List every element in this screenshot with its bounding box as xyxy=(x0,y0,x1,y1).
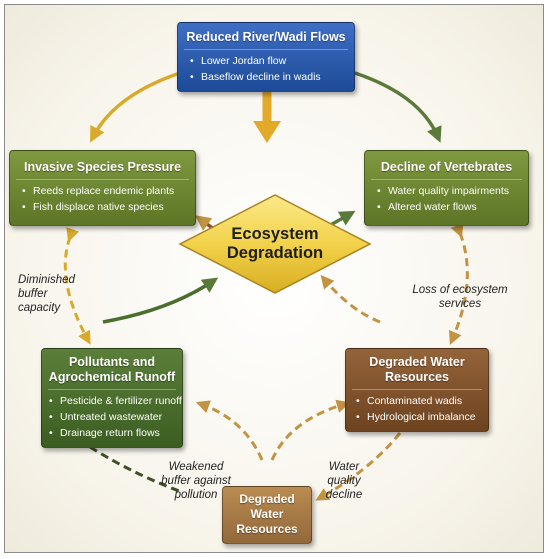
box-degraded-water-bottom: Degraded Water Resources xyxy=(222,486,312,544)
center-label-line1: Ecosystem xyxy=(231,225,319,243)
box-divider xyxy=(48,389,176,390)
connector-pollutants-to-bottom xyxy=(89,445,183,494)
arrow-invasive-pollutants xyxy=(63,227,91,345)
center-diamond xyxy=(178,194,372,294)
list-item: •Contaminated wadis xyxy=(356,395,463,407)
label-line: buffer xyxy=(18,288,48,300)
label-line: capacity xyxy=(18,302,61,314)
list-item: •Water quality impairments xyxy=(377,185,509,197)
list-item-text: Untreated wastewater xyxy=(60,411,163,423)
label-line: Diminished xyxy=(18,274,75,286)
list-item: •Fish displace native species xyxy=(22,201,164,213)
list-item-text: Lower Jordan flow xyxy=(201,55,287,67)
list-item-text: Reeds replace endemic plants xyxy=(33,185,175,197)
label-line: services xyxy=(438,298,482,310)
label-line: quality xyxy=(327,475,361,487)
label-loss-ecosystem: Loss of ecosystem services xyxy=(400,283,520,311)
box-decline-vertebrates: Decline of Vertebrates •Water quality im… xyxy=(364,150,529,226)
box-degraded-water-right: Degraded Water Resources •Contaminated w… xyxy=(345,348,489,432)
box-vertebrates-list: •Water quality impairments •Altered wate… xyxy=(365,183,528,215)
box-pollutants-list: •Pesticide & fertilizer runoff •Untreate… xyxy=(42,393,182,441)
box-pollutants-title-line1: Pollutants and xyxy=(68,355,156,369)
box-divider xyxy=(371,179,522,180)
box-divider xyxy=(16,179,189,180)
box-vertebrates-title: Decline of Vertebrates xyxy=(380,160,513,174)
arrow-bottom-to-degraded xyxy=(270,399,351,461)
label-diminished-buffer: Diminished buffer capacity xyxy=(18,273,96,315)
label-line: decline xyxy=(325,489,363,501)
box-reduced-flows-list: •Lower Jordan flow •Baseflow decline in … xyxy=(178,53,354,85)
label-line: buffer against xyxy=(161,475,231,487)
list-item: •Baseflow decline in wadis xyxy=(190,71,321,83)
box-pollutants: Pollutants and Agrochemical Runoff •Pest… xyxy=(41,348,183,448)
box-degraded-bottom-line2: Water xyxy=(250,507,284,521)
label-line: Loss of ecosystem xyxy=(412,284,508,296)
box-degraded-right-title-line1: Degraded Water xyxy=(369,355,465,369)
box-degraded-right-list: •Contaminated wadis •Hydrological imbala… xyxy=(346,393,488,425)
arrow-flows-to-invasive xyxy=(90,71,181,143)
list-item-text: Fish displace native species xyxy=(33,201,164,213)
list-item-text: Hydrological imbalance xyxy=(367,411,476,423)
arrow-pollutants-to-center xyxy=(102,277,219,324)
box-invasive-list: •Reeds replace endemic plants •Fish disp… xyxy=(10,183,195,215)
box-degraded-bottom-line1: Degraded xyxy=(239,492,295,506)
box-degraded-bottom-title: Degraded Water Resources xyxy=(223,487,311,537)
list-item: •Reeds replace endemic plants xyxy=(22,185,175,197)
label-line: Water xyxy=(328,461,360,473)
arrow-degraded-to-bottom xyxy=(315,432,402,501)
label-line: pollution xyxy=(174,489,218,501)
label-line: Weakened xyxy=(168,461,224,473)
list-item: •Lower Jordan flow xyxy=(190,55,287,67)
list-item-text: Contaminated wadis xyxy=(367,395,463,407)
center-label: Ecosystem Degradation xyxy=(185,225,365,263)
box-reduced-flows: Reduced River/Wadi Flows •Lower Jordan f… xyxy=(177,22,355,92)
list-item: •Altered water flows xyxy=(377,201,477,213)
arrow-flows-to-vertebrates xyxy=(354,71,442,143)
box-degraded-right-title-line2: Resources xyxy=(385,370,449,384)
list-item-text: Baseflow decline in wadis xyxy=(201,71,321,83)
box-divider xyxy=(184,49,348,50)
box-pollutants-title: Pollutants and Agrochemical Runoff xyxy=(42,349,182,385)
box-reduced-flows-title: Reduced River/Wadi Flows xyxy=(186,30,346,44)
arrow-degraded-to-center xyxy=(320,274,381,324)
list-item-text: Drainage return flows xyxy=(60,427,160,439)
arrow-flows-to-center-head xyxy=(253,121,281,143)
label-water-quality-decline: Water quality decline xyxy=(314,460,374,502)
box-invasive-title: Invasive Species Pressure xyxy=(23,160,182,174)
box-divider xyxy=(352,389,482,390)
list-item-text: Water quality impairments xyxy=(388,185,509,197)
list-item: •Pesticide & fertilizer runoff xyxy=(49,395,182,407)
list-item: •Drainage return flows xyxy=(49,427,160,439)
label-weakened-buffer: Weakened buffer against pollution xyxy=(150,460,242,502)
box-degraded-bottom-line3: Resources xyxy=(236,522,298,536)
center-label-line2: Degradation xyxy=(226,244,324,262)
list-item: •Untreated wastewater xyxy=(49,411,163,423)
list-item-text: Altered water flows xyxy=(388,201,477,213)
arrow-bottom-to-pollutants xyxy=(195,400,264,461)
box-invasive-species: Invasive Species Pressure •Reeds replace… xyxy=(9,150,196,226)
box-degraded-right-title: Degraded Water Resources xyxy=(346,349,488,385)
box-pollutants-title-line2: Agrochemical Runoff xyxy=(48,370,176,384)
list-item: •Hydrological imbalance xyxy=(356,411,476,423)
arrow-vertebrates-degraded xyxy=(449,223,469,345)
list-item-text: Pesticide & fertilizer runoff xyxy=(60,395,182,407)
